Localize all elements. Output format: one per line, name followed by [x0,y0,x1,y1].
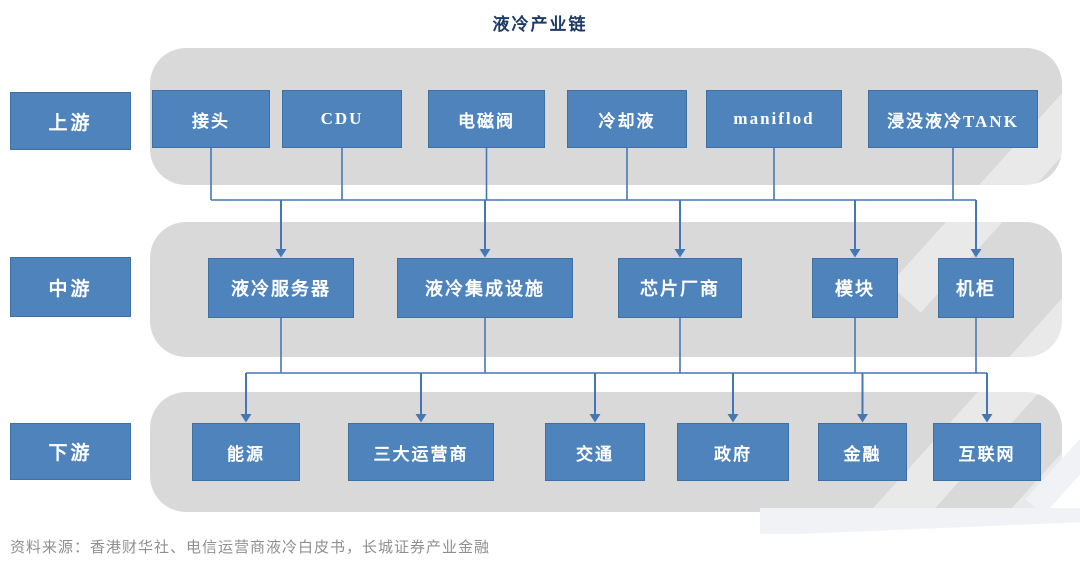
upstream-node: 接头 [152,90,270,148]
midstream-node: 芯片厂商 [618,258,742,318]
downstream-node: 三大运营商 [348,423,494,481]
downstream-node: 政府 [677,423,789,481]
midstream-node: 模块 [812,258,898,318]
upstream-node: 冷却液 [567,90,687,148]
tier-label-midstream: 中游 [10,257,131,317]
midstream-node: 液冷服务器 [208,258,354,318]
upstream-node: 浸没液冷TANK [868,90,1038,148]
downstream-node: 互联网 [933,423,1041,481]
source-note: 资料来源：香港财华社、电信运营商液冷白皮书，长城证券产业金融 [10,540,491,556]
downstream-node: 能源 [192,423,300,481]
upstream-node: maniflod [706,90,842,148]
upstream-node: CDU [282,90,402,148]
downstream-node: 交通 [545,423,645,481]
midstream-node: 机柜 [938,258,1014,318]
tier-label-downstream: 下游 [10,423,131,480]
downstream-node: 金融 [818,423,907,481]
diagram-title: 液冷产业链 [492,15,588,34]
tier-label-upstream: 上游 [10,92,131,150]
midstream-node: 液冷集成设施 [397,258,573,318]
upstream-node: 电磁阀 [428,90,545,148]
